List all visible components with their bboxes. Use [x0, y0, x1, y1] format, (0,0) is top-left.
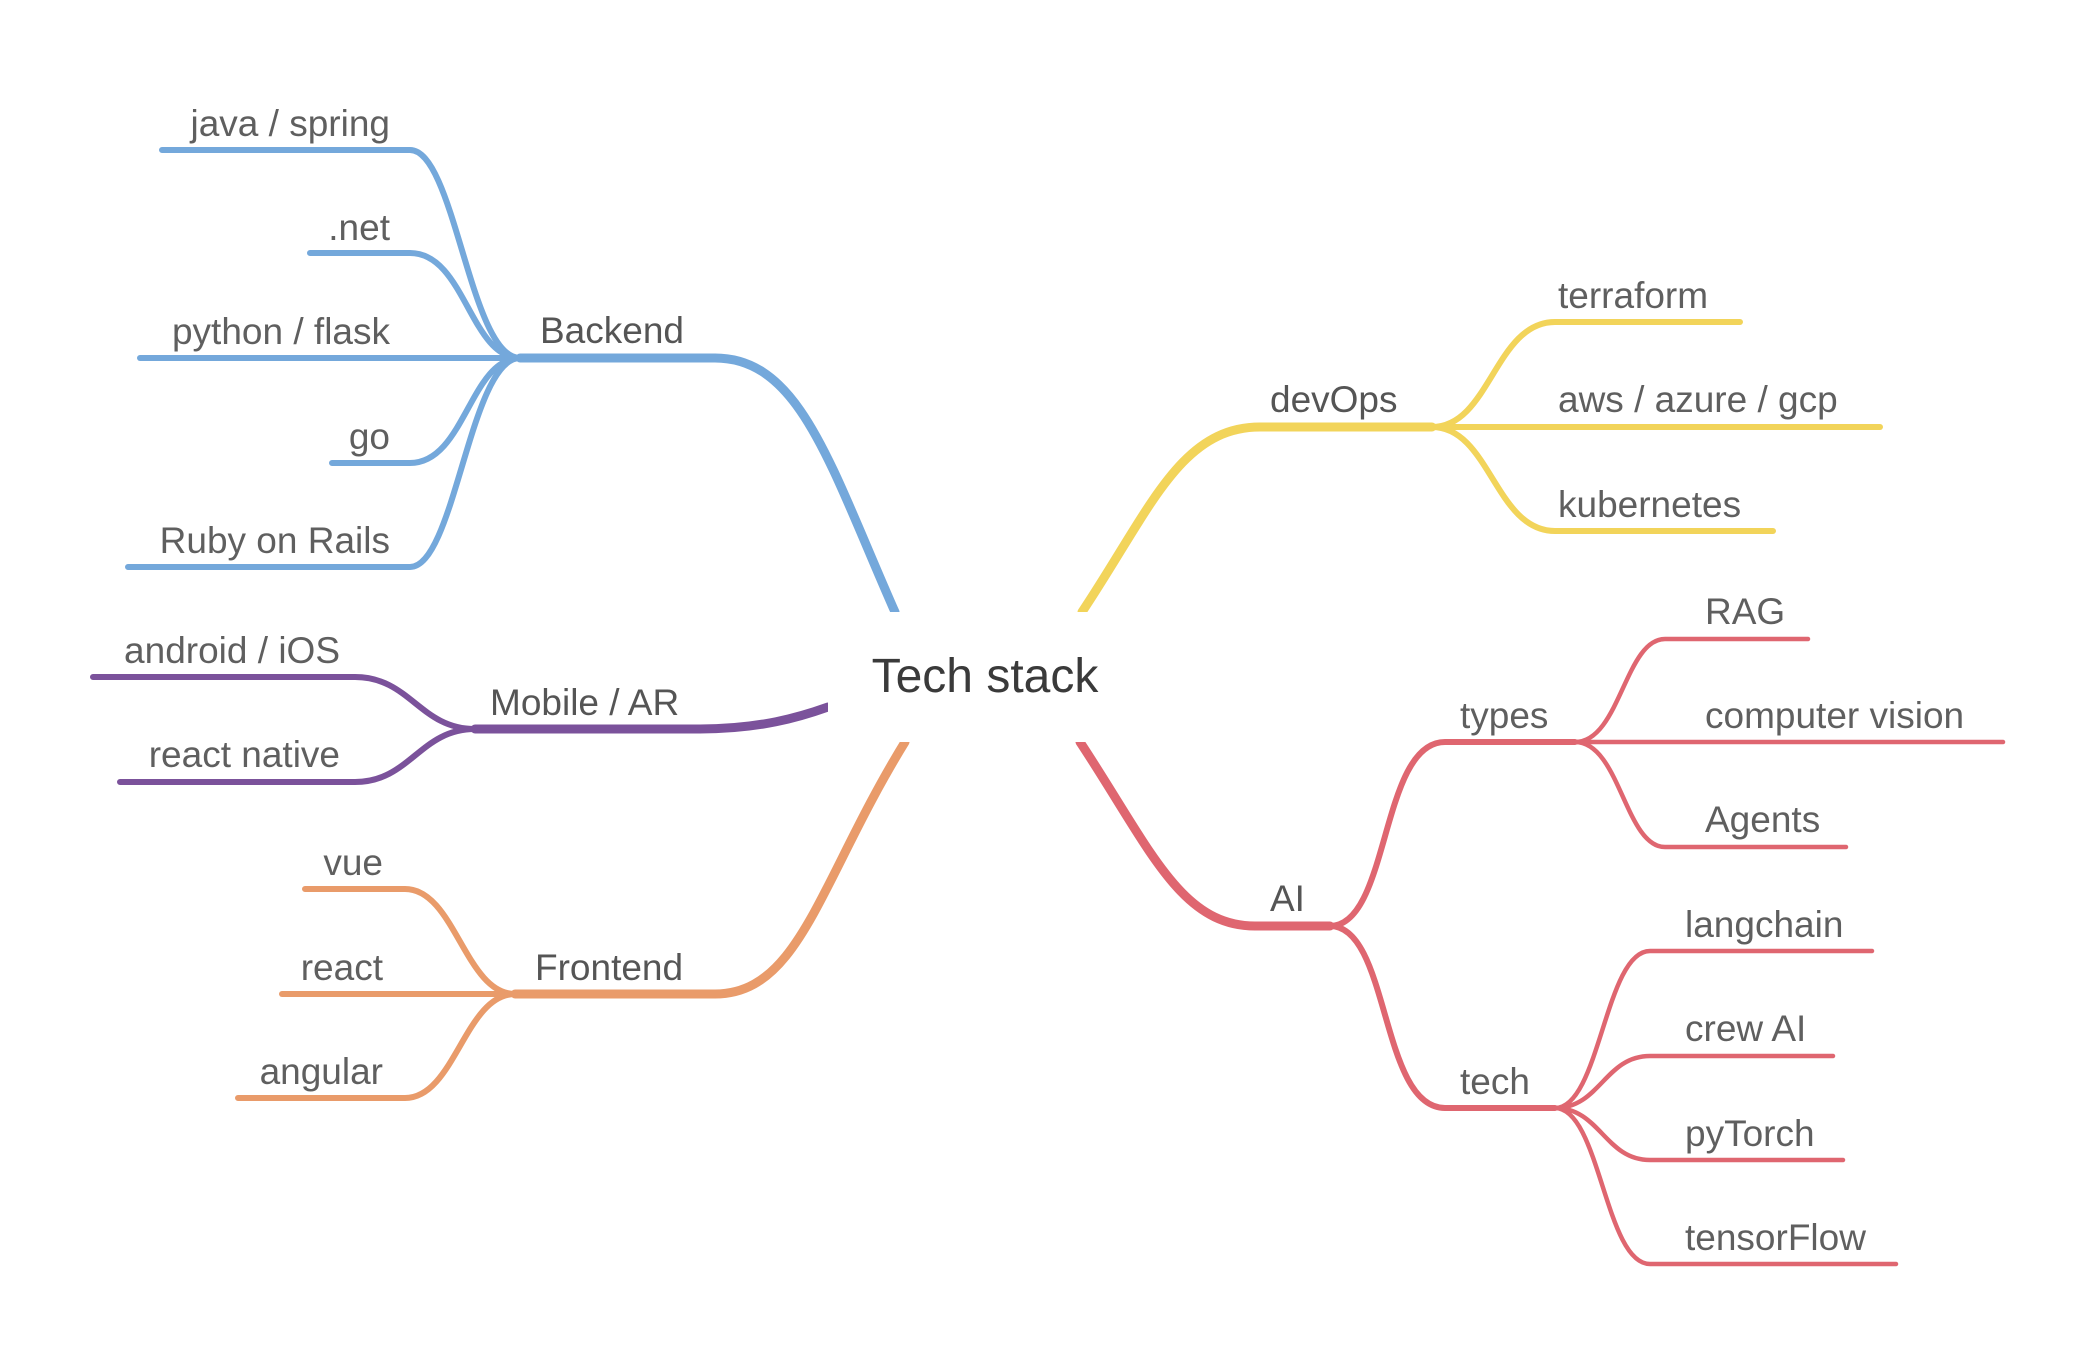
frontend-react-label: react — [301, 947, 384, 988]
connector-tech-pytorch — [1552, 1105, 1846, 1163]
connector-tech-crew-ai — [1552, 1053, 1836, 1111]
connector-types-rag — [1572, 636, 1811, 745]
tech-pytorch-label: pyTorch — [1685, 1113, 1815, 1154]
branch-devops — [1077, 319, 1883, 617]
branch-frontend — [235, 737, 910, 1101]
connector-center-backend — [515, 353, 900, 617]
connector-frontend-vue — [302, 886, 518, 997]
branch-ai — [1075, 636, 2006, 1267]
frontend-vue-label: vue — [323, 842, 383, 883]
types-agents-label: Agents — [1705, 799, 1820, 840]
ai-types-label: types — [1460, 695, 1548, 736]
frontend-label: Frontend — [535, 947, 683, 988]
backend-go-label: go — [349, 416, 390, 457]
ai-tech-label: tech — [1460, 1061, 1530, 1102]
connector-center-ai — [1075, 737, 1335, 931]
mobile-react-native-label: react native — [149, 734, 340, 775]
connector-tech-tensorflow — [1552, 1105, 1899, 1267]
center-node-box — [828, 612, 1128, 742]
connector-center-frontend — [510, 737, 910, 999]
connector-center-devops — [1077, 422, 1437, 617]
branch-mobile — [90, 674, 833, 785]
branch-backend — [125, 147, 900, 617]
backend-ruby-label: Ruby on Rails — [160, 520, 390, 561]
types-rag-label: RAG — [1705, 591, 1785, 632]
devops-terraform-label: terraform — [1558, 275, 1708, 316]
connector-backend-go — [329, 355, 523, 466]
connector-backend-ruby — [125, 355, 523, 570]
connector-mobile-react-native — [117, 726, 478, 785]
tech-tensorflow-label: tensorFlow — [1685, 1217, 1866, 1258]
ai-label: AI — [1270, 878, 1305, 919]
connector-types-agents — [1572, 739, 1849, 850]
backend-java-spring-label: java / spring — [190, 103, 391, 144]
devops-clouds-label: aws / azure / gcp — [1558, 379, 1838, 420]
connector-center-mobile — [470, 702, 833, 734]
connector-backend-java-spring — [159, 147, 523, 361]
backend-python-flask-label: python / flask — [172, 311, 391, 352]
center-node-label: Tech stack — [872, 650, 1100, 703]
connector-devops-terraform — [1429, 319, 1743, 430]
tech-crew-ai-label: crew AI — [1685, 1008, 1806, 1049]
mobile-label: Mobile / AR — [490, 682, 679, 723]
connector-frontend-angular — [235, 991, 518, 1101]
connector-devops-kubernetes — [1429, 424, 1776, 534]
connector-ai-tech — [1327, 923, 1558, 1111]
devops-kubernetes-label: kubernetes — [1558, 484, 1741, 525]
connector-tech-langchain — [1552, 948, 1875, 1111]
frontend-angular-label: angular — [260, 1051, 383, 1092]
mobile-android-ios-label: android / iOS — [124, 630, 340, 671]
connector-ai-types — [1327, 739, 1578, 929]
backend-label: Backend — [540, 310, 684, 351]
backend-net-label: .net — [328, 207, 390, 248]
connector-backend-net — [307, 250, 523, 361]
devops-label: devOps — [1270, 379, 1398, 420]
tech-langchain-label: langchain — [1685, 904, 1843, 945]
connector-mobile-android-ios — [90, 674, 478, 732]
types-computer-vision-label: computer vision — [1705, 695, 1964, 736]
